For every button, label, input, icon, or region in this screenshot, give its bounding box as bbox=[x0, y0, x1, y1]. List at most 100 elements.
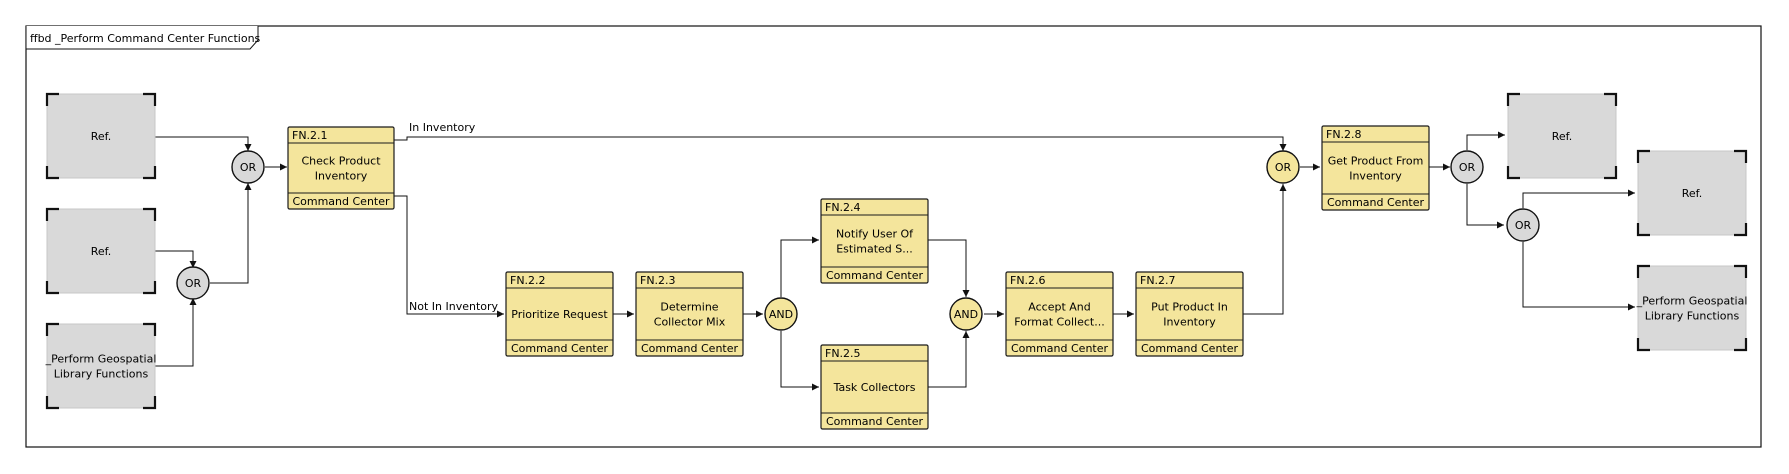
ref-block-corner bbox=[1734, 223, 1748, 237]
function-id: FN.2.3 bbox=[640, 274, 676, 287]
gate[interactable]: OR bbox=[1266, 150, 1300, 184]
function-name: Check Product bbox=[301, 155, 381, 168]
function-performer: Command Center bbox=[1011, 342, 1109, 355]
ref-block-label: Library Functions bbox=[54, 368, 149, 381]
ref-block-label: _Perform Geospatial bbox=[45, 353, 157, 366]
function-performer: Command Center bbox=[511, 342, 609, 355]
function-name: Accept And bbox=[1028, 301, 1090, 314]
ref-block-corner bbox=[45, 207, 59, 221]
gate-label: OR bbox=[1275, 161, 1292, 174]
function-id: FN.2.5 bbox=[825, 347, 861, 360]
ref-block-corner bbox=[45, 396, 59, 410]
ref-block-body bbox=[46, 93, 156, 179]
function-name: Collector Mix bbox=[654, 316, 726, 329]
function-name: Get Product From bbox=[1328, 155, 1424, 168]
gate[interactable]: OR bbox=[231, 150, 265, 184]
gate-circle bbox=[1266, 150, 1300, 184]
ref-block-corner bbox=[1636, 149, 1650, 163]
gate[interactable]: AND bbox=[949, 297, 983, 331]
ref-block-corner bbox=[1506, 166, 1520, 180]
ref-block-corner bbox=[143, 207, 157, 221]
ref-block-corner bbox=[143, 396, 157, 410]
gate-circle bbox=[949, 297, 983, 331]
ref-block-label: Ref. bbox=[91, 130, 112, 143]
function-id: FN.2.7 bbox=[1140, 274, 1176, 287]
gate-label: AND bbox=[954, 308, 978, 321]
function-name: Format Collect... bbox=[1014, 316, 1104, 329]
function-id: FN.2.2 bbox=[510, 274, 546, 287]
ref-block-label: _Perform Geospatial bbox=[1636, 295, 1748, 308]
function-id: FN.2.6 bbox=[1010, 274, 1046, 287]
gate[interactable]: AND bbox=[764, 297, 798, 331]
frame-title-tab bbox=[25, 26, 259, 50]
function-name: Inventory bbox=[315, 170, 368, 183]
function-name: Task Collectors bbox=[833, 381, 916, 394]
function-block-body bbox=[820, 198, 929, 284]
gate-circle bbox=[764, 297, 798, 331]
ref-block-label: Ref. bbox=[1682, 187, 1703, 200]
ref-block[interactable]: Ref. bbox=[1636, 149, 1748, 237]
ref-block-corner bbox=[1734, 264, 1748, 278]
function-id: FN.2.4 bbox=[825, 201, 861, 214]
function-block-body bbox=[820, 344, 929, 430]
gate[interactable]: OR bbox=[1450, 150, 1484, 184]
frame-title: ffbd _Perform Command Center Functions bbox=[30, 32, 261, 45]
ref-block-corner bbox=[1734, 338, 1748, 352]
edge-g6-g7 bbox=[1466, 184, 1504, 229]
edge-ref1-g1 bbox=[155, 136, 252, 151]
ref-block-corner bbox=[143, 322, 157, 336]
function-name: Prioritize Request bbox=[511, 308, 608, 321]
ref-block-corner bbox=[45, 322, 59, 336]
ref-block[interactable]: Ref. bbox=[1506, 92, 1618, 180]
ref-block-corner bbox=[1604, 166, 1618, 180]
gate-label: OR bbox=[185, 277, 202, 290]
function-id: FN.2.1 bbox=[292, 129, 328, 142]
ref-block-corner bbox=[1506, 92, 1520, 106]
gate[interactable]: OR bbox=[1506, 208, 1540, 242]
ref-block[interactable]: Ref. bbox=[45, 92, 157, 180]
diagram-frame bbox=[25, 25, 1762, 448]
gate-label: OR bbox=[240, 161, 257, 174]
ref-block-corner bbox=[45, 281, 59, 295]
function-performer: Command Center bbox=[641, 342, 739, 355]
edge-ref3-g2 bbox=[155, 298, 197, 367]
function-name: Estimated S... bbox=[836, 243, 913, 256]
ref-block-corner bbox=[1604, 92, 1618, 106]
edge-label-not-in-inventory: Not In Inventory bbox=[409, 300, 499, 313]
gate-circle bbox=[176, 266, 210, 300]
function-block-body bbox=[1005, 271, 1114, 357]
edge-g7-ref5 bbox=[1522, 189, 1635, 208]
function-block-body bbox=[505, 271, 614, 357]
function-performer: Command Center bbox=[1141, 342, 1239, 355]
connectors bbox=[155, 131, 1635, 391]
function-name: Put Product In bbox=[1151, 301, 1228, 314]
ref-block-corner bbox=[143, 281, 157, 295]
ref-block-label: Library Functions bbox=[1645, 310, 1740, 323]
edge-g6-ref4 bbox=[1466, 131, 1505, 150]
edge-fn21-g5 bbox=[394, 136, 1287, 151]
ref-block-corner bbox=[45, 92, 59, 106]
ref-block-body bbox=[1637, 150, 1747, 236]
ref-block-corner bbox=[1734, 149, 1748, 163]
gate-circle bbox=[231, 150, 265, 184]
gate[interactable]: OR bbox=[176, 266, 210, 300]
function-performer: Command Center bbox=[826, 269, 924, 282]
edge-fn24-g4 bbox=[928, 239, 970, 297]
function-block-body bbox=[1321, 125, 1430, 211]
edge-g3-fn25 bbox=[780, 331, 819, 391]
ref-block[interactable]: Ref. bbox=[45, 207, 157, 295]
gate-circle bbox=[1506, 208, 1540, 242]
function-block-body bbox=[287, 126, 395, 210]
gate-label: OR bbox=[1459, 161, 1476, 174]
